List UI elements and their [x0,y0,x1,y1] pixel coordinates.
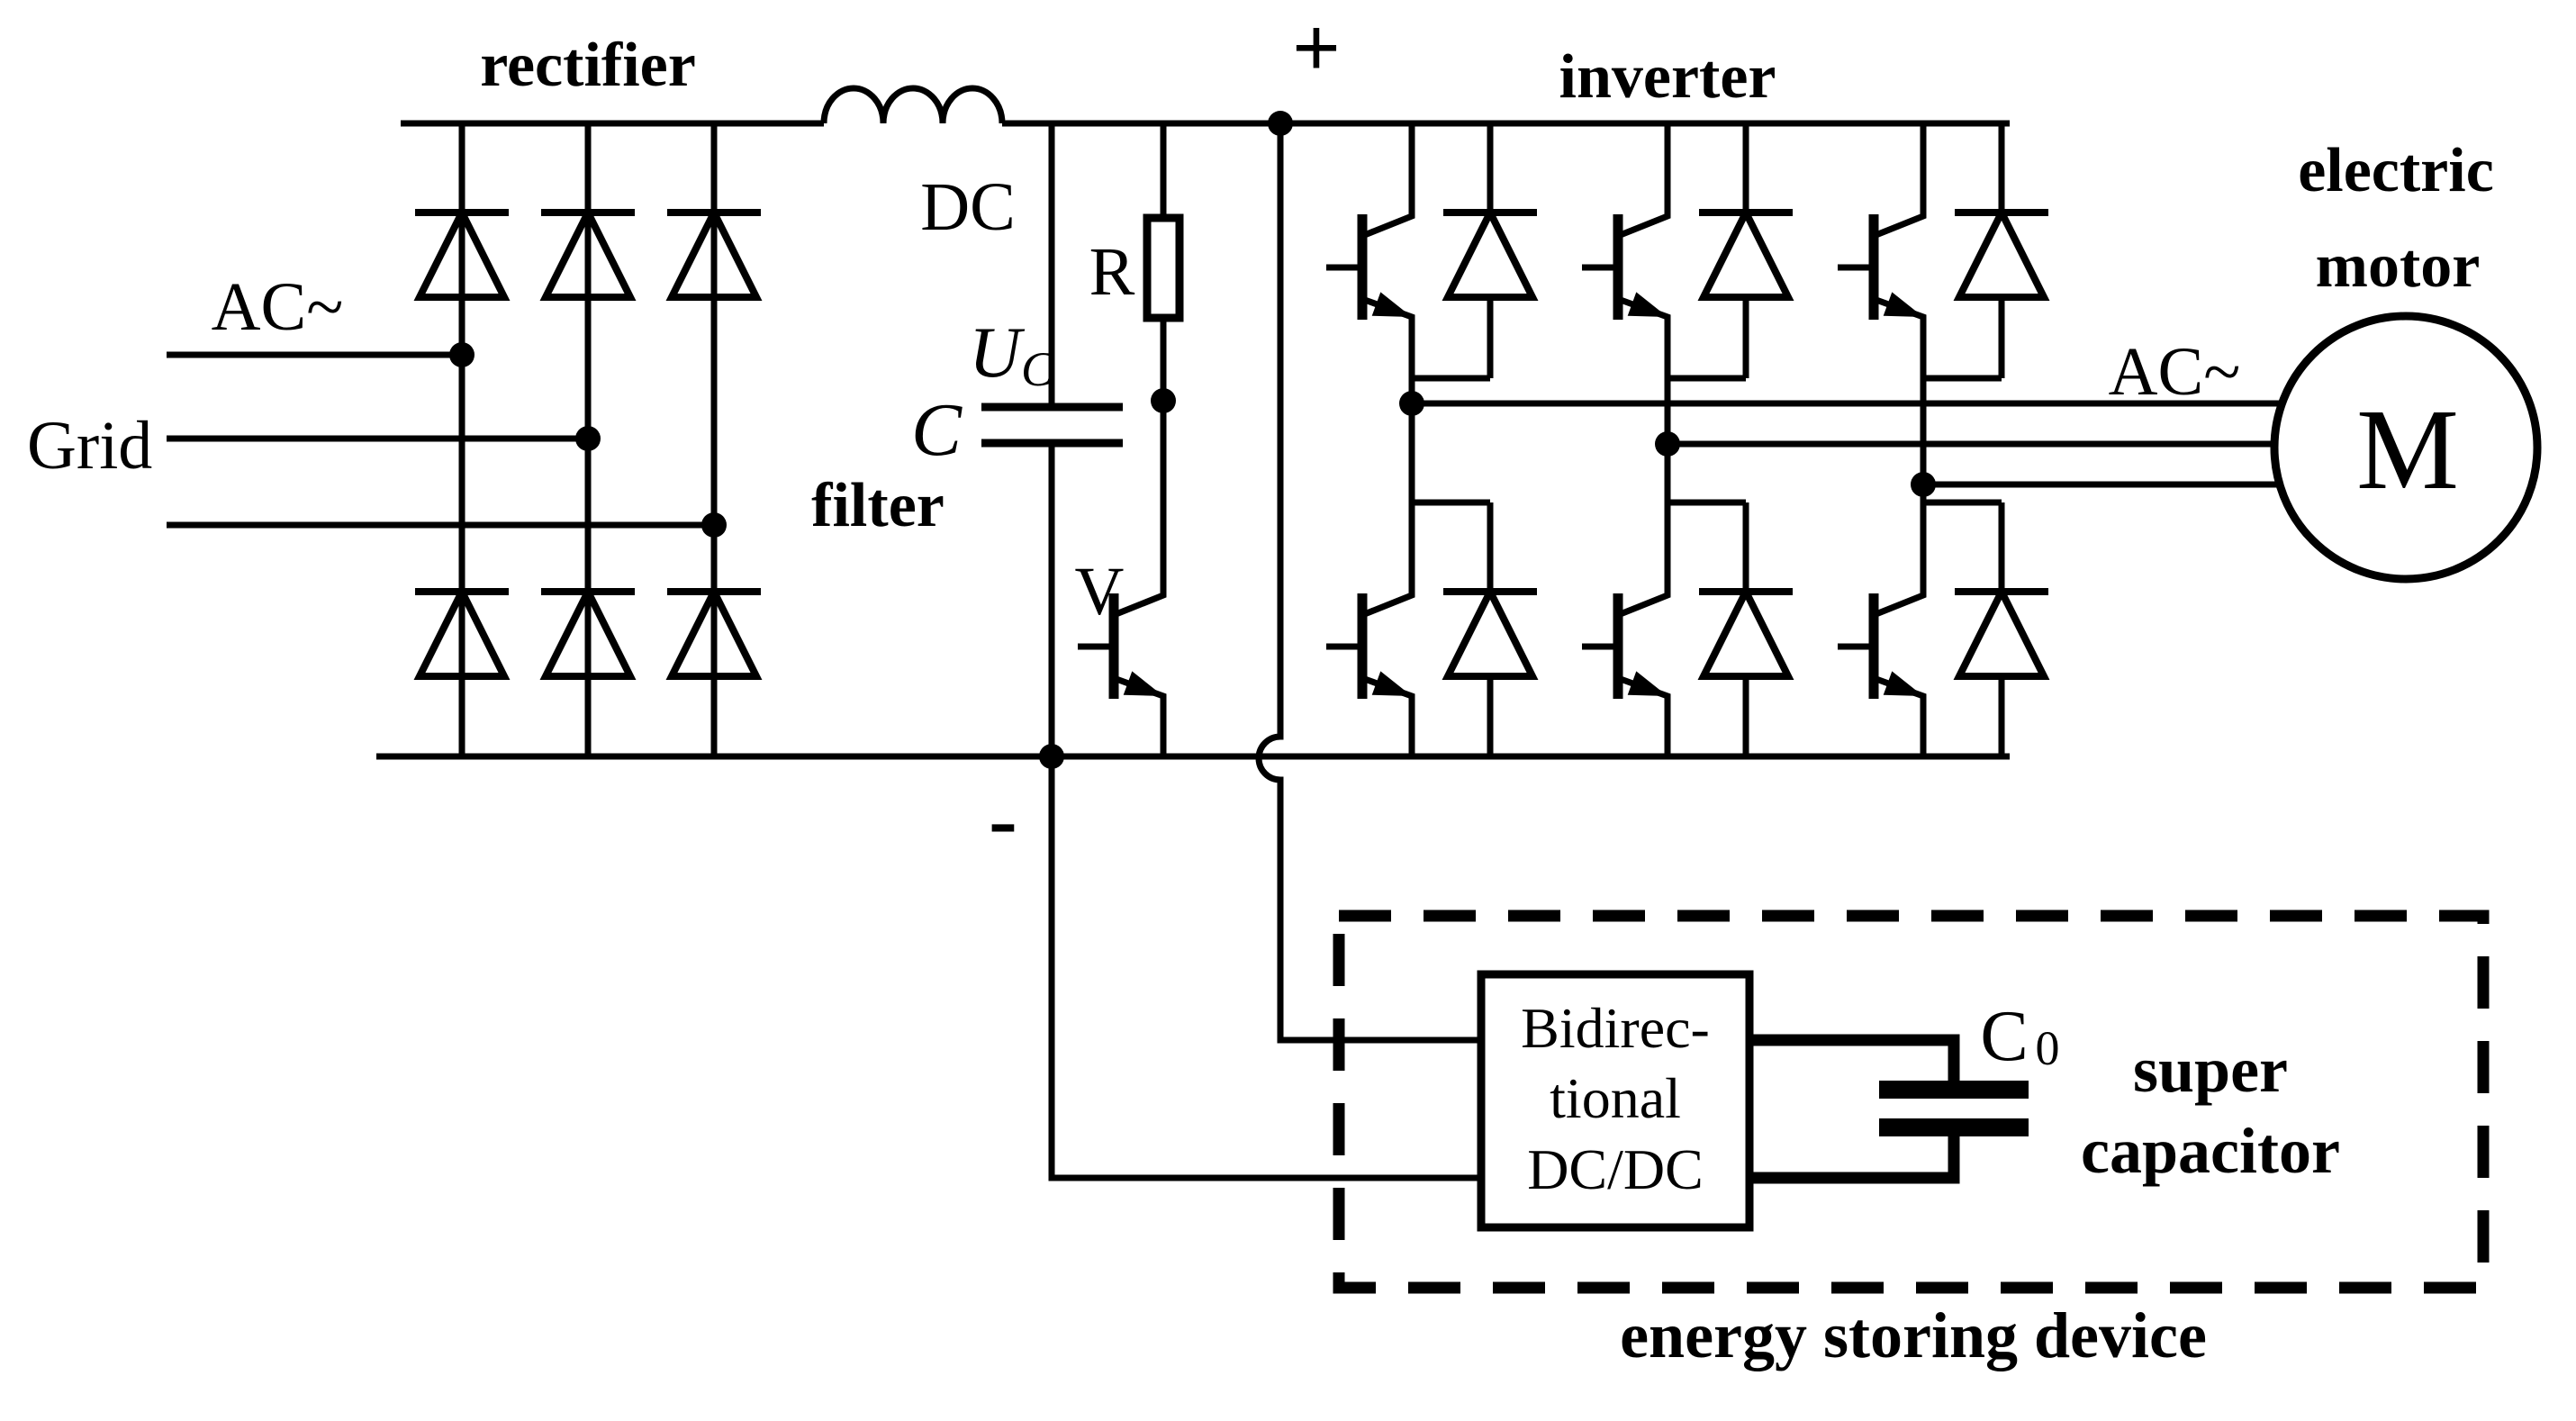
inverter-diode-icon [1443,123,1537,378]
inverter-transistor-icon [1582,123,1668,378]
super-capacitor-label-line1: super [2133,1034,2288,1106]
minus-terminal-label: - [989,772,1017,867]
inverter-transistor-icon [1838,123,1923,378]
chopper-transistor-icon [1078,502,1163,757]
storage-feed-lines [1039,111,1481,1181]
rectifier-section [167,123,761,757]
resistor-label: R [1089,234,1135,310]
uc-voltage-label: U [969,313,1026,393]
dc-link [376,85,2010,760]
motor-m-label: M [2356,385,2459,513]
inductor-icon [820,85,1006,124]
supercap-wire-bottom [1749,1136,1960,1184]
uc-voltage-subscript: C [1021,342,1054,396]
inverter-diode-icon [1699,502,1793,757]
electric-motor-label-line1: electric [2298,136,2494,205]
dcdc-converter-box [1477,970,1754,1232]
inverter-label: inverter [1559,42,1776,112]
supercap-wire-top [1749,1034,1960,1081]
junction-dot [1151,388,1176,413]
transistor-label: V [1075,554,1125,629]
inverter-diode-icon [1443,502,1537,757]
inverter-transistor-icon [1582,502,1668,757]
dcdc-label-line2: tional [1550,1066,1681,1130]
filter-capacitor-icon [981,403,1123,448]
super-capacitor-label-line2: capacitor [2081,1115,2340,1187]
energy-storage-section: Bidirec- tional DC/DC [1333,910,2490,1294]
supercap-c0-subscript: 0 [2036,1021,2060,1075]
junction-dot [701,512,727,538]
resistor-icon [1143,213,1184,322]
motor-circle-icon [2270,312,2542,584]
dcdc-label-line1: Bidirec- [1521,996,1710,1060]
inverter-transistor-icon [1838,502,1923,757]
grid-label: Grid [27,408,152,484]
ac-grid-label: AC~ [212,269,344,345]
inverter-diode-icon [1955,502,2048,757]
inverter-section [1326,123,2282,757]
inverter-diode-icon [1699,123,1793,378]
labels-layer: rectifier inverter DC AC~ Grid filter C … [27,0,2494,1371]
energy-storing-device-label: energy storing device [1620,1299,2207,1371]
filter-label: filter [811,471,945,540]
inverter-transistor-icon [1326,123,1412,378]
motor-section: M [2270,312,2542,584]
junction-dot [575,426,601,451]
minus-feed-line [1048,756,1481,1181]
ac-motor-label: AC~ [2109,334,2241,410]
leg1-connector [1408,375,1490,506]
electric-motor-label-line2: motor [2316,231,2481,301]
supercap-c0-label: C [1980,997,2028,1076]
inverter-diode-icon [1955,123,2048,378]
dc-filter-section [981,123,1184,757]
filter-cap-label: C [911,388,963,472]
dc-label: DC [920,169,1016,245]
rectifier-label: rectifier [480,31,696,100]
plus-terminal-label: + [1292,0,1341,95]
plus-feed-line [1255,123,1481,1044]
dcdc-label-line3: DC/DC [1527,1137,1704,1201]
junction-dot [449,342,475,367]
inverter-transistor-icon [1326,502,1412,757]
